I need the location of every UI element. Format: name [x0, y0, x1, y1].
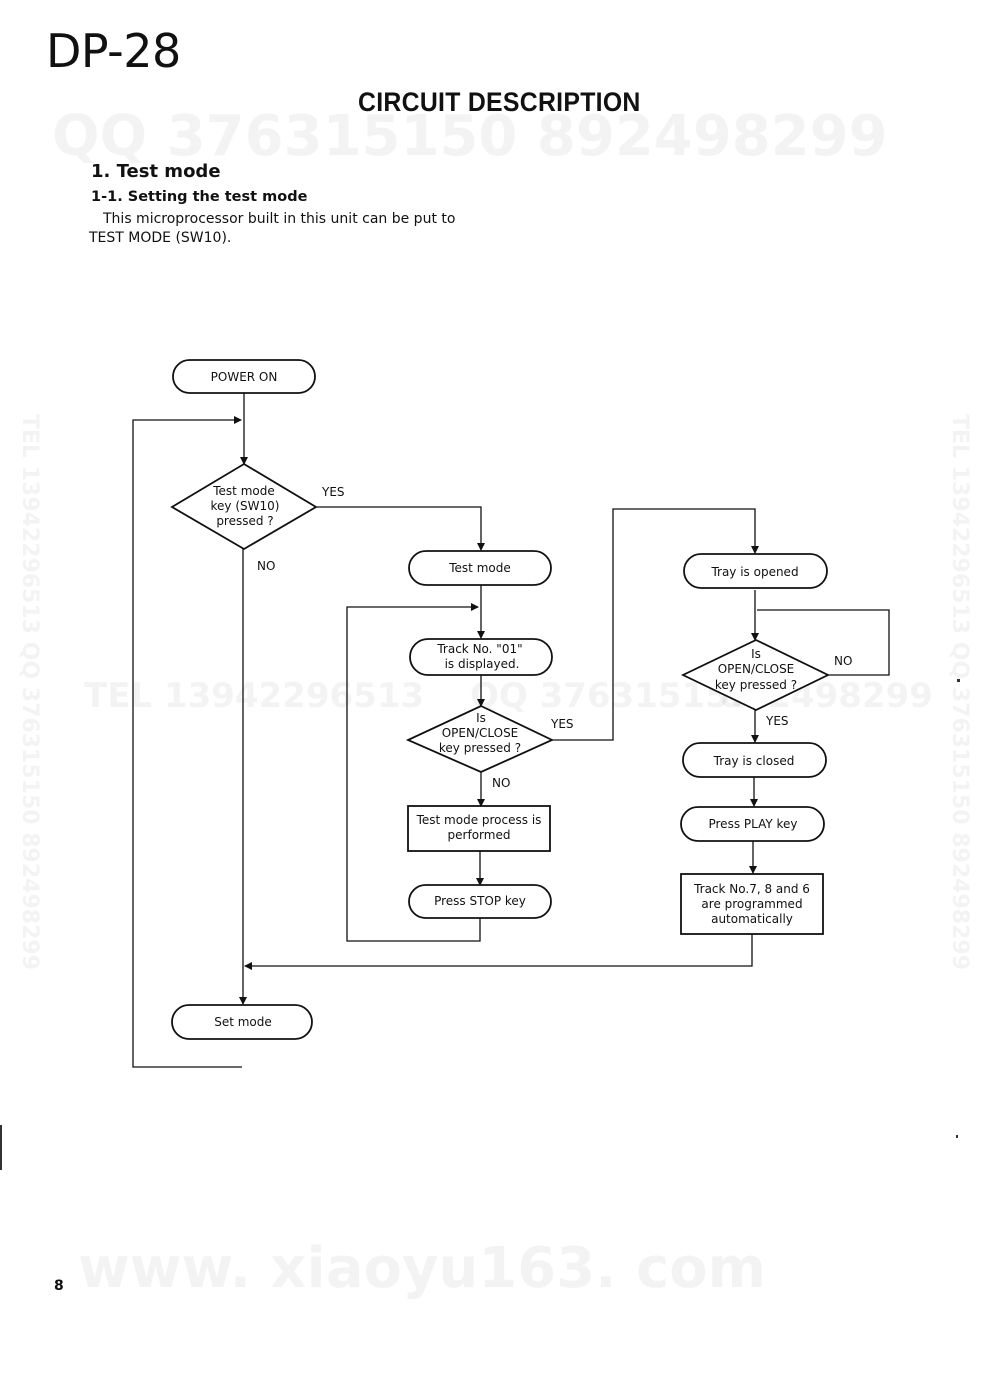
programmed-line-1: Track No.7, 8 and 6	[693, 882, 810, 896]
track-display-line-1: Track No. "01"	[436, 642, 522, 656]
tray-closed-terminal: Tray is closed	[682, 742, 827, 778]
process-line-1: Test mode process is	[416, 813, 542, 827]
no-label-2: NO	[492, 776, 510, 790]
test-mode-terminal: Test mode	[408, 550, 552, 586]
track-display-line-2: is displayed.	[445, 657, 520, 671]
test-process-box: Test mode process is performed	[407, 805, 551, 852]
oc1-line-1: Is	[476, 711, 486, 725]
oc1-line-3: key pressed ?	[439, 741, 521, 755]
yes-label-3: YES	[765, 714, 789, 728]
yes-label-2: YES	[550, 717, 574, 731]
press-play-terminal: Press PLAY key	[680, 806, 825, 842]
oc2-line-2: OPEN/CLOSE	[718, 662, 795, 676]
tracks-programmed-box: Track No.7, 8 and 6 are programmed autom…	[680, 873, 824, 935]
open-close-decision-2: Is OPEN/CLOSE key pressed ?	[680, 639, 831, 711]
set-mode-terminal: Set mode	[171, 1004, 313, 1040]
no-label-1: NO	[257, 559, 275, 573]
oc1-line-2: OPEN/CLOSE	[442, 726, 519, 740]
flow-connectors	[132, 393, 890, 1068]
test-mode-label: Test mode	[448, 561, 510, 575]
process-line-2: performed	[448, 828, 511, 842]
press-stop-terminal: Press STOP key	[408, 884, 552, 919]
track-display-terminal: Track No. "01" is displayed.	[409, 638, 553, 676]
watermark-website: www. xiaoyu163. com	[78, 1236, 766, 1301]
intro-line-1: This microprocessor built in this unit c…	[103, 211, 456, 227]
tray-opened-terminal: Tray is opened	[683, 553, 828, 589]
open-close-decision-1: Is OPEN/CLOSE key pressed ?	[405, 705, 555, 773]
programmed-line-3: automatically	[711, 912, 793, 926]
press-stop-label: Press STOP key	[434, 894, 526, 908]
page-title: CIRCUIT DESCRIPTION	[358, 87, 641, 117]
oc2-line-1: Is	[751, 647, 761, 661]
set-mode-label: Set mode	[214, 1015, 272, 1029]
watermark-tel-mid: TEL 13942296513	[84, 676, 424, 716]
scan-dot	[957, 679, 960, 682]
power-on-terminal: POWER ON	[172, 359, 316, 394]
oc2-line-3: key pressed ?	[715, 678, 797, 692]
no-label-3: NO	[834, 654, 852, 668]
test-key-line-2: key (SW10)	[211, 499, 280, 513]
watermark-qq: QQ 376315150 892498299	[52, 104, 888, 169]
intro-paragraph: This microprocessor built in this unit c…	[89, 210, 455, 248]
yes-label-1: YES	[321, 485, 345, 499]
scan-margin-bar	[0, 1125, 2, 1170]
tray-opened-label: Tray is opened	[710, 565, 798, 579]
test-key-decision: Test mode key (SW10) pressed ?	[170, 462, 318, 551]
page-number: 8	[54, 1278, 64, 1294]
power-on-label: POWER ON	[211, 370, 278, 384]
test-key-line-1: Test mode	[212, 484, 274, 498]
programmed-line-2: are programmed	[701, 897, 802, 911]
tray-closed-label: Tray is closed	[713, 754, 795, 768]
subsection-heading: 1-1. Setting the test mode	[91, 189, 308, 205]
intro-line-2: TEST MODE (SW10).	[89, 230, 232, 246]
scan-dot	[956, 1135, 958, 1138]
section-heading: 1. Test mode	[91, 161, 221, 182]
press-play-label: Press PLAY key	[708, 817, 797, 831]
test-key-line-3: pressed ?	[216, 514, 273, 528]
model-number: DP-28	[46, 24, 181, 78]
